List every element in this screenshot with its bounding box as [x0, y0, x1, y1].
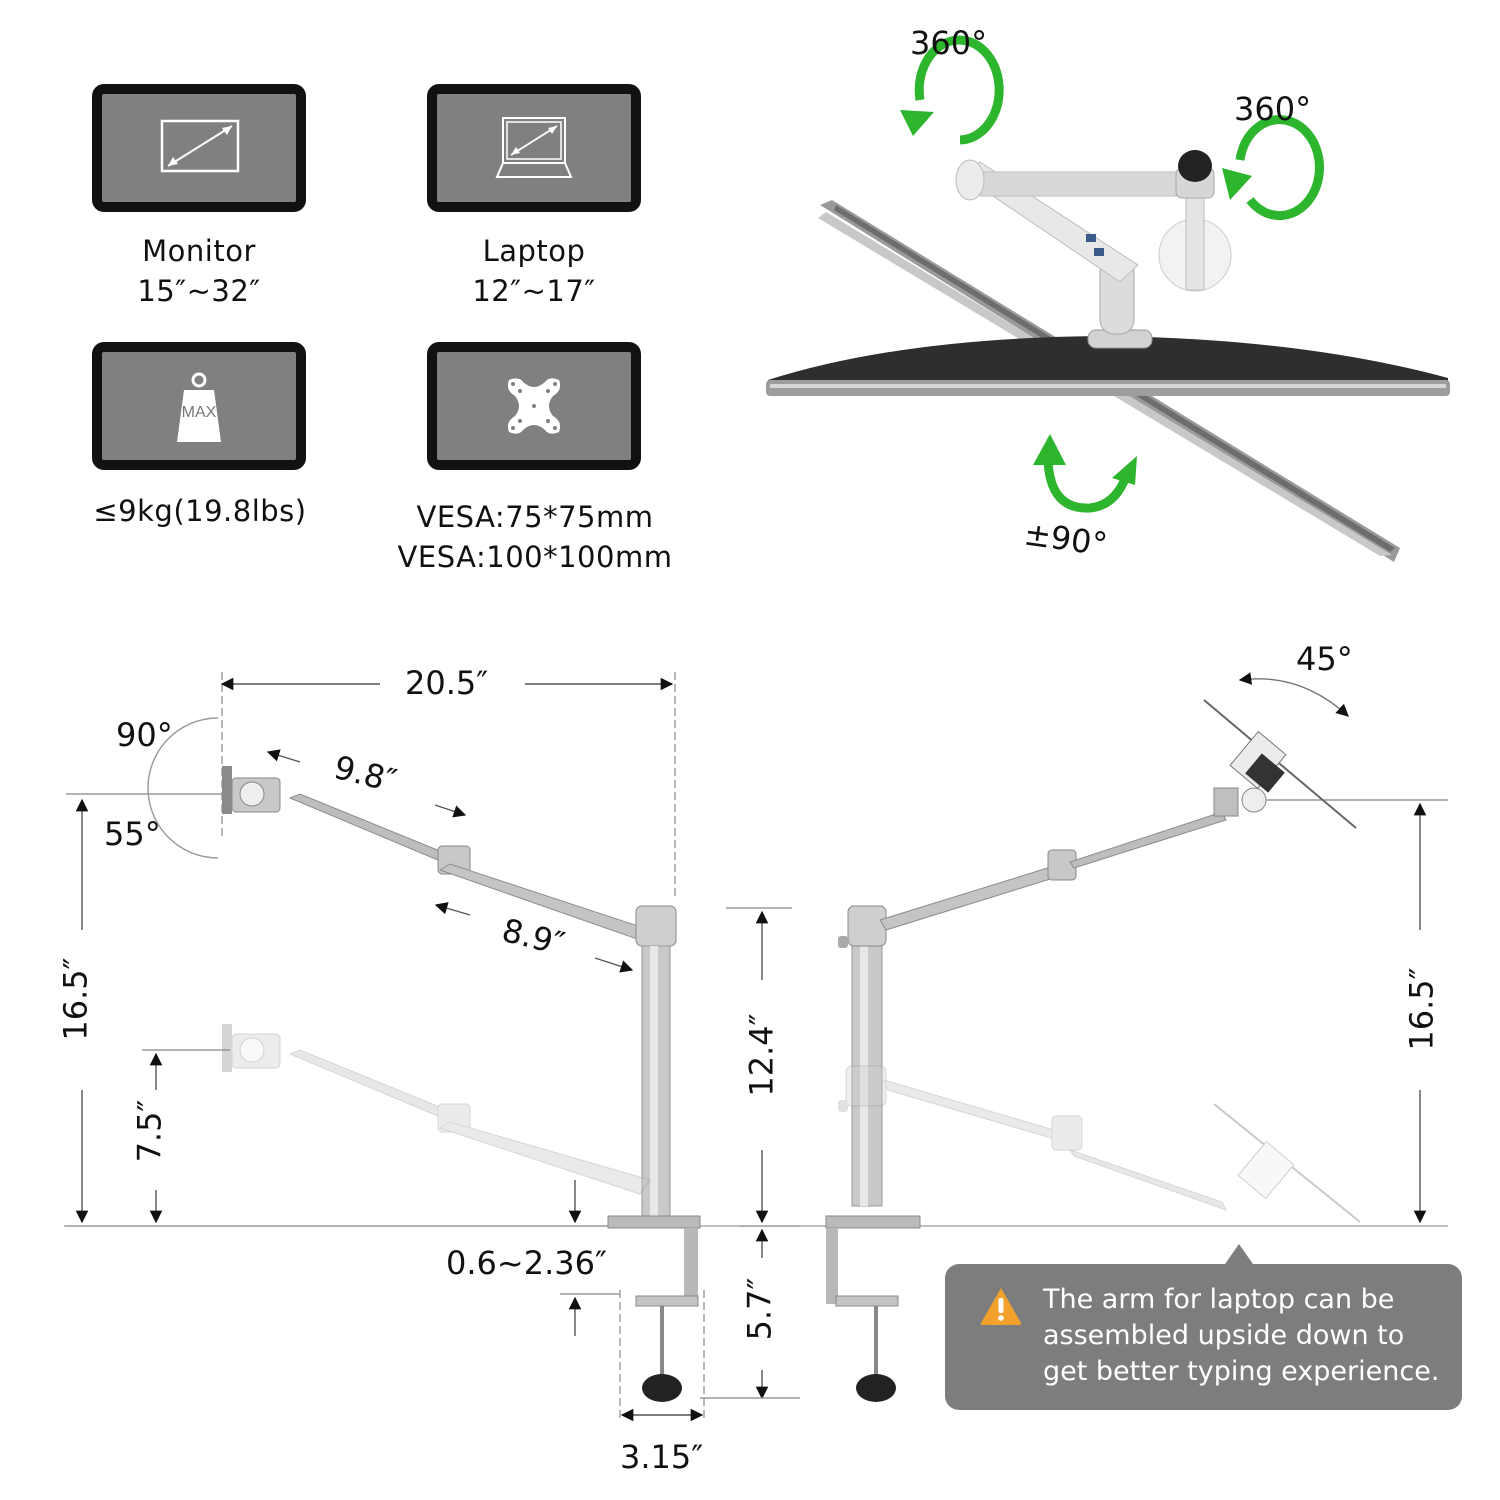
- min-height-label: 7.5″: [130, 1099, 169, 1163]
- clamp-width-label: 3.15″: [620, 1438, 704, 1476]
- arrow-head-icon: [1033, 434, 1066, 465]
- pole-height-label: 12.4″: [742, 1013, 781, 1097]
- monitor-size-card: [92, 84, 306, 212]
- pole-swivel-arrow-icon: [1235, 115, 1324, 221]
- tilt-up-label: 90°: [116, 716, 173, 754]
- tilt-label: ±90°: [1021, 514, 1110, 564]
- monitor-title: Monitor: [142, 234, 256, 268]
- callout-text: The arm for laptop can be assembled upsi…: [1043, 1284, 1440, 1387]
- laptop-size-label: Laptop 12″~17″: [427, 231, 641, 311]
- pole-swivel-label: 360°: [1234, 90, 1312, 128]
- tilt-down-label: 55°: [104, 815, 161, 853]
- arm2-length-label: 8.9″: [498, 910, 569, 964]
- monitor-arm-side-view: [222, 766, 701, 1402]
- monitor-arm-lowered-ghost: [222, 1024, 651, 1195]
- laptop-range: 12″~17″: [472, 274, 596, 308]
- max-text: MAX: [181, 404, 217, 421]
- max-height-label: 16.5″: [56, 957, 95, 1041]
- weight-label: ≤9kg(19.8lbs): [93, 494, 307, 528]
- laptop-height-label: 16.5″: [1402, 967, 1441, 1051]
- monitor-arm: [955, 150, 1232, 349]
- tilted-monitor: [818, 200, 1400, 562]
- laptop-title: Laptop: [482, 234, 586, 268]
- vesa-line-1: VESA:75*75mm: [416, 500, 654, 534]
- laptop-arm-lowered-ghost: [838, 1065, 1361, 1223]
- tilt-arrow-icon: [1043, 459, 1133, 513]
- weight-card: MAX: [92, 342, 306, 470]
- tray-tilt-label: 45°: [1296, 640, 1353, 678]
- upside-down-tip-callout: The arm for laptop can be assembled upsi…: [945, 1244, 1462, 1410]
- monitor-size-label: Monitor 15″~32″: [92, 231, 306, 311]
- laptop-size-card: [427, 84, 641, 212]
- arrow-head-icon: [1112, 456, 1137, 485]
- arm-swivel-label: 360°: [910, 24, 988, 62]
- arm1-length-label: 9.8″: [330, 747, 401, 801]
- monitor-diagonal-icon: [160, 119, 240, 173]
- vesa-card: [427, 342, 641, 470]
- horizontal-monitor: [766, 336, 1450, 396]
- monitor-range: 15″~32″: [137, 274, 261, 308]
- total-reach-label: 20.5″: [405, 664, 489, 702]
- vesa-label: VESA:75*75mm VESA:100*100mm: [380, 497, 690, 577]
- arrow-head-icon: [1222, 168, 1252, 200]
- warning-icon: [980, 1288, 1022, 1325]
- laptop-diagonal-icon: [495, 117, 573, 178]
- vesa-plate-icon: [507, 378, 561, 434]
- desk-thickness-label: 0.6~2.36″: [446, 1244, 607, 1282]
- dimension-lines-right: [1238, 672, 1448, 1224]
- arrow-head-icon: [900, 110, 934, 136]
- clamp-height-label: 5.7″: [740, 1277, 779, 1341]
- max-weight-icon: [177, 372, 221, 442]
- vesa-line-2: VESA:100*100mm: [397, 540, 673, 574]
